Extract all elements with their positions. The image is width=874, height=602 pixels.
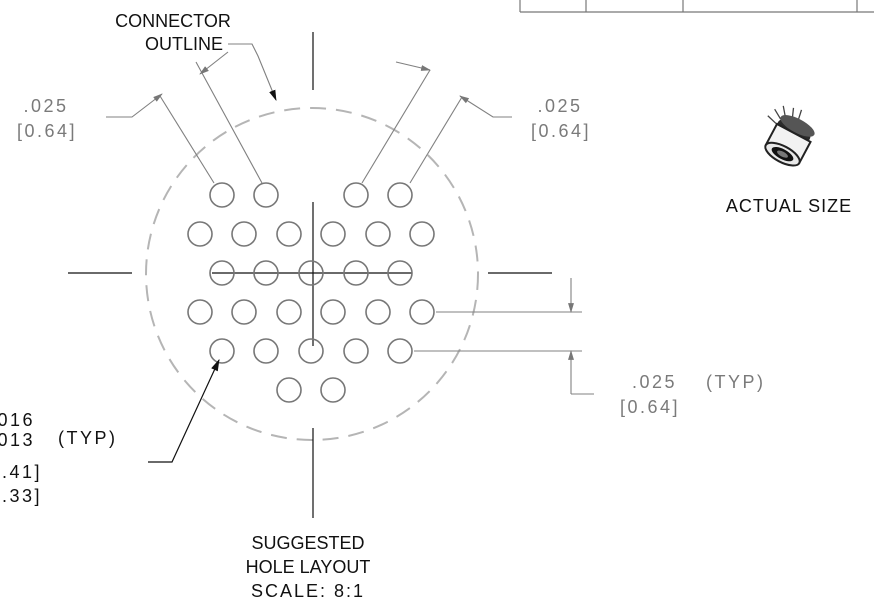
centerlines <box>68 32 552 518</box>
hole <box>320 377 346 403</box>
hole <box>387 182 413 208</box>
hole <box>343 338 369 364</box>
hole <box>253 338 279 364</box>
dim-pitch-typ: (TYP) <box>706 372 766 392</box>
dim-pitch-inch: .025 <box>632 372 677 392</box>
hole <box>298 260 324 286</box>
hole <box>209 182 235 208</box>
hole <box>276 221 302 247</box>
connector-outline <box>145 107 479 441</box>
dia-typ: (TYP) <box>58 428 118 448</box>
title-block-fragment <box>519 0 874 13</box>
dia-inch-max: .016 <box>0 410 35 430</box>
hole <box>343 260 369 286</box>
dia-mm-max: [0.41] <box>0 462 42 482</box>
layout-title-line1: SUGGESTED <box>251 533 364 553</box>
dim-left-mm: [0.64] <box>17 121 77 141</box>
dim-right-inch: .025 <box>537 96 582 116</box>
hole-pattern <box>187 182 435 403</box>
hole <box>209 260 235 286</box>
hole <box>409 221 435 247</box>
layout-title-line2: HOLE LAYOUT <box>246 557 371 577</box>
hole <box>231 299 257 325</box>
dia-mm-min: [0.33] <box>0 486 42 506</box>
hole <box>253 182 279 208</box>
connector-label-line1: CONNECTOR <box>115 11 231 31</box>
hole <box>276 299 302 325</box>
dim-right-mm: [0.64] <box>531 121 591 141</box>
leader-lines <box>106 43 594 463</box>
hole <box>320 221 346 247</box>
hole <box>409 299 435 325</box>
hole <box>343 182 369 208</box>
dim-left-inch: .025 <box>23 96 68 116</box>
hole <box>387 338 413 364</box>
hole <box>253 260 279 286</box>
labels: CONNECTOR OUTLINE .025 [0.64] .025 [0.64… <box>0 11 852 601</box>
layout-scale: SCALE: 8:1 <box>251 581 365 601</box>
hole <box>187 221 213 247</box>
dim-pitch-mm: [0.64] <box>620 397 680 417</box>
hole <box>187 299 213 325</box>
hole <box>298 338 324 364</box>
actual-size-label: ACTUAL SIZE <box>726 196 852 216</box>
hole <box>209 338 235 364</box>
hole <box>231 221 257 247</box>
connector-label-line2: OUTLINE <box>145 34 223 54</box>
hole <box>365 299 391 325</box>
hole <box>365 221 391 247</box>
hole <box>320 299 346 325</box>
hole <box>387 260 413 286</box>
connector-actual-size-image <box>764 105 815 167</box>
hole <box>276 377 302 403</box>
dia-inch-min: .013 <box>0 430 35 450</box>
